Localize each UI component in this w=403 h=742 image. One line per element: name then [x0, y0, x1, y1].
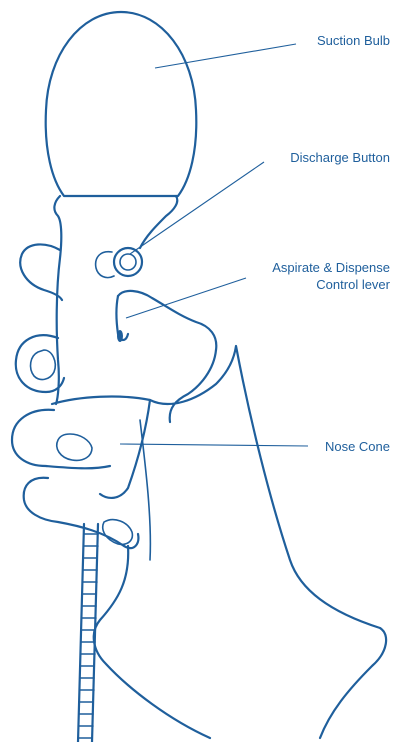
tube-left-edge — [78, 524, 84, 742]
discharge-button-outer — [114, 248, 142, 276]
tube-right-edge — [92, 524, 98, 742]
aspirate-lever-leader — [126, 278, 246, 318]
suction-bulb-leader — [155, 44, 296, 68]
ring-finger — [24, 478, 139, 548]
index-fingernail — [31, 350, 56, 379]
label-aspirate-dispense: Aspirate & Dispense — [272, 260, 390, 275]
thumb — [118, 291, 216, 350]
discharge-button-housing — [96, 252, 114, 278]
nose-cone-shape — [52, 397, 150, 498]
discharge-button-leader — [130, 162, 264, 254]
lever-tip — [117, 330, 123, 342]
suction-bulb-shape — [46, 12, 197, 196]
label-control-lever: Control lever — [316, 277, 390, 292]
discharge-button-inner — [120, 254, 136, 270]
label-suction-bulb: Suction Bulb — [317, 33, 390, 48]
left-finger-upper — [20, 244, 62, 300]
label-nose-cone: Nose Cone — [325, 439, 390, 454]
nose-cone-leader — [120, 444, 308, 446]
middle-fingernail — [57, 434, 92, 460]
label-discharge-button: Discharge Button — [290, 150, 390, 165]
middle-finger — [12, 410, 110, 469]
pipette-body — [54, 196, 177, 404]
